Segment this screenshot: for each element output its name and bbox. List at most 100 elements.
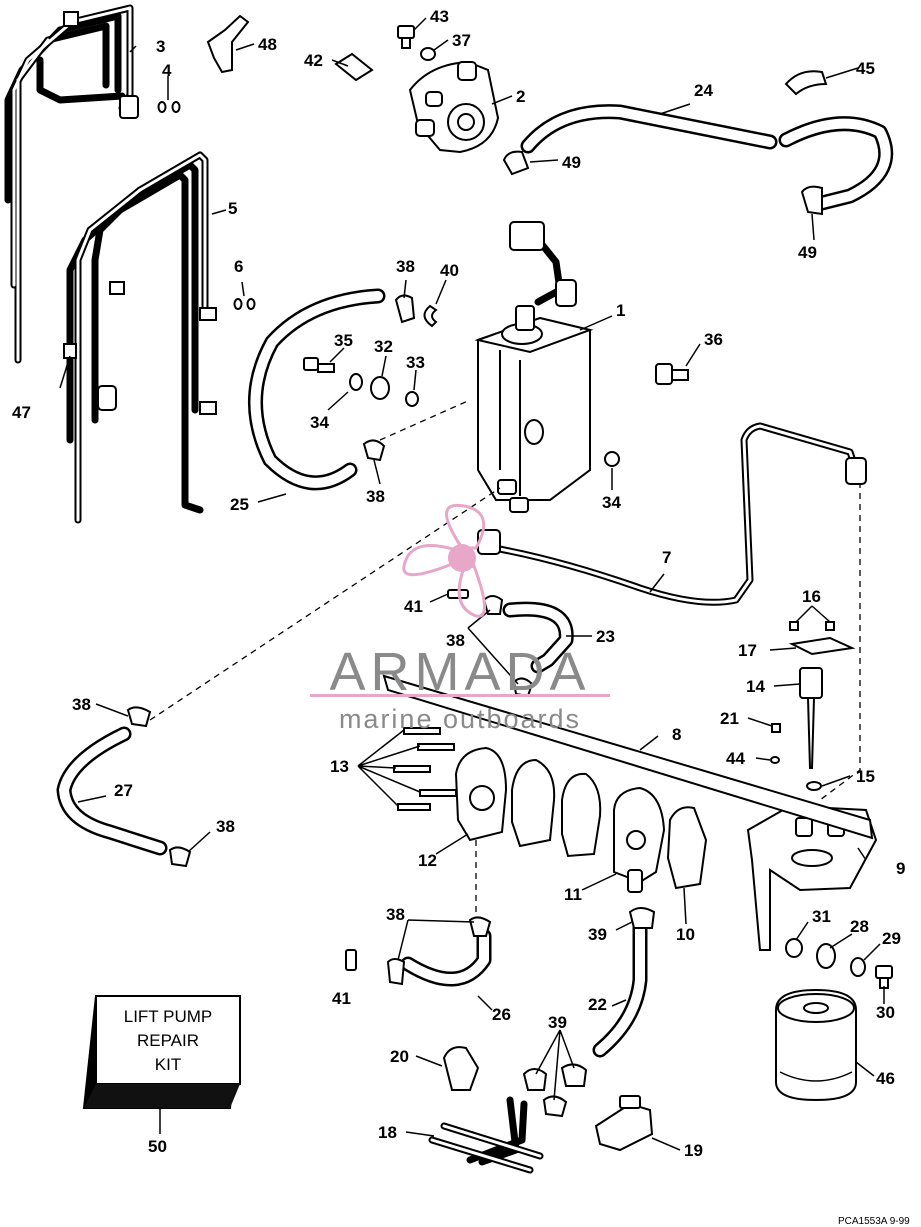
callout-38-upper: 38 <box>396 257 415 276</box>
hose-27 <box>56 726 168 856</box>
callout-19: 19 <box>684 1141 703 1160</box>
o-rings-4 <box>157 101 181 113</box>
callout-45: 45 <box>856 59 875 78</box>
vapor-separator-1 <box>474 221 594 513</box>
hose-22 <box>592 920 648 1058</box>
callout-16: 16 <box>802 587 821 606</box>
washer-31 <box>785 938 803 958</box>
kit-label-line2: REPAIR <box>137 1031 199 1050</box>
clip-45 <box>784 70 828 96</box>
callout-47: 47 <box>12 403 31 422</box>
callout-5: 5 <box>228 199 237 218</box>
callout-15: 15 <box>856 767 875 786</box>
callout-32: 32 <box>374 337 393 356</box>
hose-24 <box>520 104 894 212</box>
drawing-code: PCA1553A 9-99 <box>838 1216 910 1227</box>
callout-43: 43 <box>430 7 449 26</box>
dashed-route-1 <box>379 399 471 441</box>
callout-41-lower: 41 <box>332 989 351 1008</box>
callout-14: 14 <box>746 677 765 696</box>
connector-19 <box>594 1095 654 1152</box>
callout-39-upper: 39 <box>588 925 607 944</box>
callout-29: 29 <box>882 929 901 948</box>
callout-44: 44 <box>726 749 745 768</box>
callout-6: 6 <box>234 257 243 276</box>
clamp-38-hose26-bottom <box>386 958 406 986</box>
callout-18: 18 <box>378 1123 397 1142</box>
fuel-lines-3 <box>4 4 139 364</box>
callout-41-upper: 41 <box>404 597 423 616</box>
callout-3: 3 <box>156 37 165 56</box>
callout-20: 20 <box>390 1047 409 1066</box>
filter-bracket-2 <box>408 60 500 154</box>
callout-39-lower: 39 <box>548 1013 567 1032</box>
screws-13 <box>393 727 457 811</box>
callout-38-hose26: 38 <box>386 905 405 924</box>
callout-42: 42 <box>304 51 323 70</box>
callout-40: 40 <box>440 261 459 280</box>
stud-41-lower <box>345 949 357 971</box>
washer-34-right <box>604 451 620 467</box>
callout-23: 23 <box>596 627 615 646</box>
callout-35: 35 <box>334 331 353 350</box>
callout-46: 46 <box>876 1069 895 1088</box>
pump-cover-12 <box>454 746 508 842</box>
callout-17: 17 <box>738 641 757 660</box>
leader-lines <box>59 17 885 1151</box>
callout-1: 1 <box>616 301 625 320</box>
callout-12: 12 <box>418 851 437 870</box>
grommet-32 <box>370 376 390 400</box>
hose-26 <box>400 928 492 987</box>
clamp-38-hose27-bottom <box>168 846 192 868</box>
clamp-39-hose22 <box>628 907 656 929</box>
callout-21: 21 <box>720 709 739 728</box>
callout-49-top: 49 <box>562 153 581 172</box>
hose-23 <box>502 601 574 674</box>
clamp-38-upper <box>394 294 416 324</box>
callout-25: 25 <box>230 495 249 514</box>
clamp-38-hose26-top <box>468 916 492 937</box>
callout-36: 36 <box>704 330 723 349</box>
callout-numbers: 1 2 3 4 5 6 7 8 9 10 11 12 13 14 15 16 1… <box>12 7 905 1160</box>
callout-37: 37 <box>452 31 471 50</box>
callout-31: 31 <box>812 907 831 926</box>
o-ring-15 <box>806 781 822 791</box>
callout-10: 10 <box>676 925 695 944</box>
screw-43 <box>397 25 415 49</box>
o-ring-44 <box>770 756 780 764</box>
plate-10 <box>666 806 708 890</box>
bracket-20 <box>442 1046 480 1091</box>
dashed-route-2 <box>149 487 501 721</box>
pump-body-11 <box>613 786 666 893</box>
watermark-tagline: marine outboards <box>339 704 581 734</box>
callout-30: 30 <box>876 1003 895 1022</box>
callout-22: 22 <box>588 995 607 1014</box>
callout-4: 4 <box>162 61 172 80</box>
washer-37 <box>420 47 436 61</box>
callout-8: 8 <box>672 725 681 744</box>
callout-38-mid: 38 <box>366 487 385 506</box>
callout-28: 28 <box>850 917 869 936</box>
sensor-14 <box>799 667 823 769</box>
callout-38-hose23: 38 <box>446 631 465 650</box>
clip-48 <box>206 14 250 74</box>
hose-25 <box>248 288 386 491</box>
callout-38-hose27-top: 38 <box>72 695 91 714</box>
clamp-38-hose23-top <box>482 595 504 615</box>
propeller-logo <box>402 503 486 618</box>
callout-7: 7 <box>662 548 671 567</box>
callout-9: 9 <box>896 859 905 878</box>
callout-24: 24 <box>694 81 713 100</box>
dashed-route-3 <box>819 482 861 801</box>
callout-26: 26 <box>492 1005 511 1024</box>
lift-pump-repair-kit-box: LIFT PUMP REPAIR KIT <box>82 995 242 1109</box>
fitting-36 <box>655 363 689 385</box>
washer-34-left <box>349 373 363 391</box>
clamp-38-hose27-top <box>126 706 152 728</box>
clamps-39-lower <box>522 1063 588 1118</box>
callout-50: 50 <box>148 1137 167 1156</box>
screws-16 <box>789 621 835 631</box>
diaphragm-b <box>561 772 602 858</box>
screw-21 <box>771 723 781 733</box>
